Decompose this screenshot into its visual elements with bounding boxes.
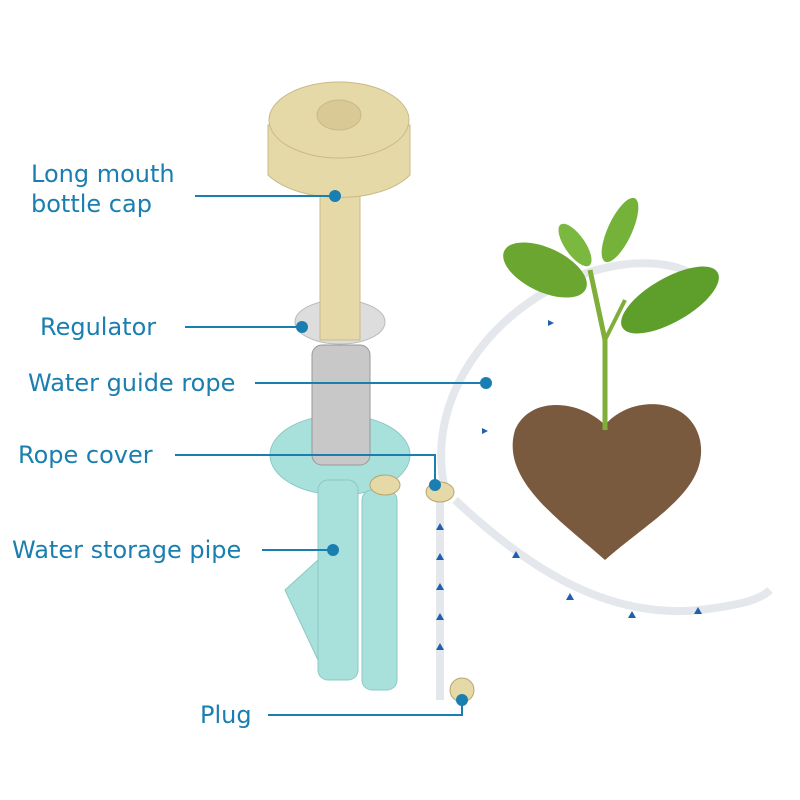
label-bottle-cap: Long mouth bottle cap: [31, 160, 175, 218]
label-plug: Plug: [200, 701, 252, 729]
leader-dots: [296, 190, 492, 706]
water-storage-pipe: [269, 414, 411, 691]
soil-heart: [512, 404, 702, 560]
rope-spring: [311, 344, 371, 466]
rope-cover-part: [369, 474, 401, 496]
leader-lines: [175, 195, 485, 716]
label-rope-cover: Rope cover: [18, 441, 153, 469]
plant: [503, 197, 719, 430]
label-regulator: Regulator: [40, 313, 157, 341]
label-water-storage-pipe: Water storage pipe: [12, 536, 242, 564]
bottle-cap: [267, 81, 411, 341]
label-water-guide-rope: Water guide rope: [28, 369, 236, 397]
flow-arrows: [436, 320, 702, 650]
